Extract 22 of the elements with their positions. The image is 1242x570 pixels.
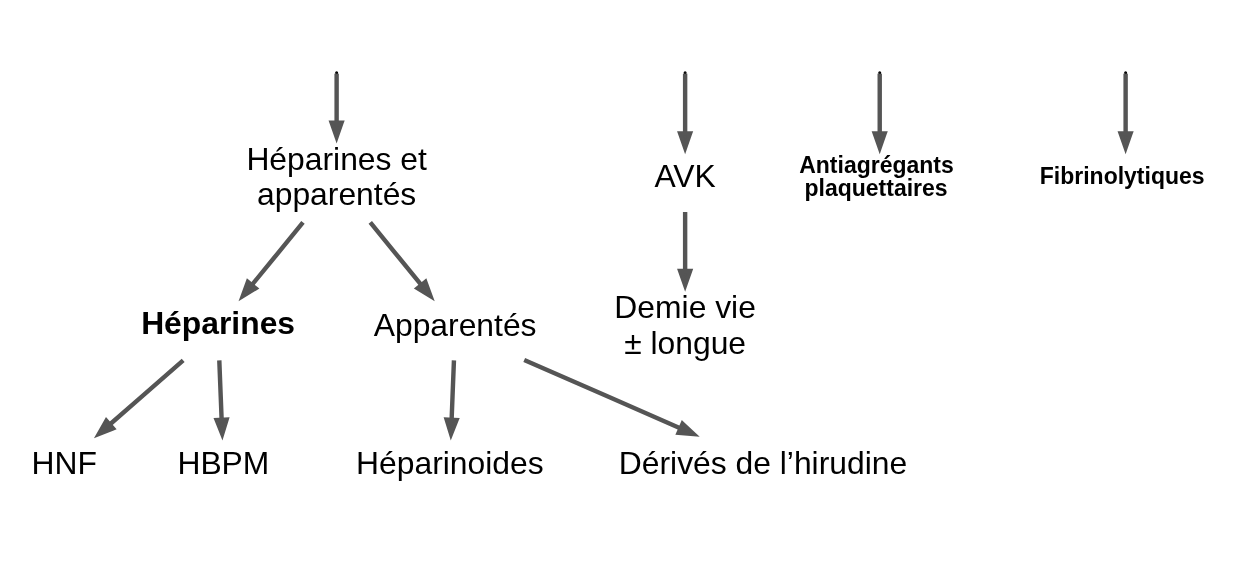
arrow bbox=[328, 73, 345, 144]
node-text: Demie vie ± longue bbox=[614, 289, 756, 361]
node-text: Apparentés bbox=[373, 306, 537, 343]
node-text: Fibrinolytiques bbox=[1039, 162, 1205, 189]
node-text: AVK bbox=[654, 158, 716, 195]
node-text: HNF bbox=[31, 444, 97, 481]
arrow bbox=[871, 73, 888, 155]
arrow bbox=[1117, 73, 1134, 155]
node-text: Héparines bbox=[141, 305, 296, 342]
arrow bbox=[213, 360, 230, 441]
arrow bbox=[443, 360, 460, 441]
arrow bbox=[93, 358, 185, 439]
node-text: Héparines et apparentés bbox=[246, 140, 427, 212]
arrow bbox=[238, 221, 305, 302]
node-text: Antiagrégants plaquettaires bbox=[799, 152, 954, 202]
arrow bbox=[368, 221, 435, 302]
arrow bbox=[677, 212, 694, 292]
node-text: HBPM bbox=[177, 444, 270, 481]
node-text: Héparinoides bbox=[356, 444, 544, 481]
arrow bbox=[523, 358, 700, 437]
node-text: Dérivés de l’hirudine bbox=[618, 444, 908, 481]
arrow bbox=[677, 73, 694, 155]
